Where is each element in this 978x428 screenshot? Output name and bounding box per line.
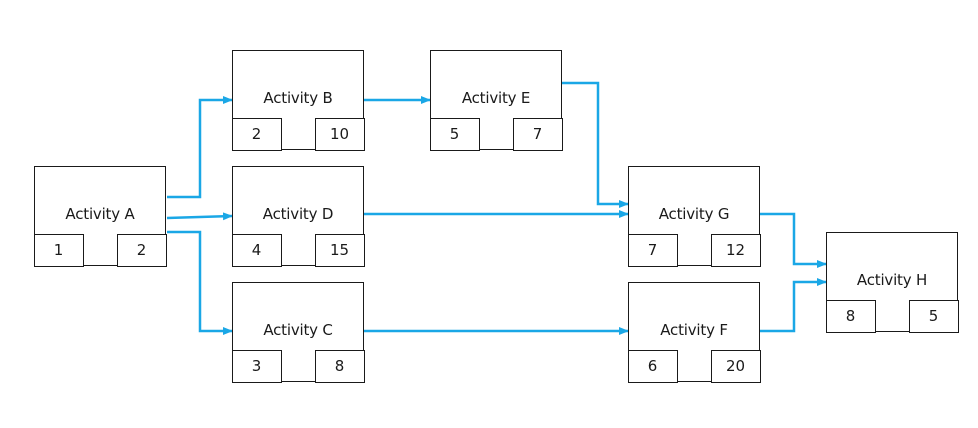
activity-b-title: Activity B [263,89,333,107]
activity-c-node: Activity C 3 8 [231,282,365,383]
activity-g-right-value: 12 [710,233,761,267]
activity-b-left-value: 2 [231,117,282,151]
activity-d-title: Activity D [262,205,334,223]
activity-b-node: Activity B 2 10 [231,50,365,151]
activity-c-right-value: 8 [314,349,365,383]
activity-h-left-value: 8 [825,299,876,333]
edge-a-to-b [167,96,233,199]
edge-a-to-d [166,212,233,221]
activity-c-left-value: 3 [231,349,282,383]
activity-f-node: Activity F 6 20 [627,282,761,383]
activity-d-right-value: 15 [314,233,365,267]
activity-a-node: Activity A 1 2 [33,166,167,267]
activity-f-right-value: 20 [710,349,761,383]
activity-e-node: Activity E 5 7 [429,50,563,151]
activity-e-left-value: 5 [429,117,480,151]
activity-f-left-value: 6 [627,349,678,383]
activity-c-title: Activity C [263,321,333,339]
activity-h-title: Activity H [856,271,928,289]
edge-f-to-h [759,278,827,333]
activity-e-right-value: 7 [512,117,563,151]
edge-g-to-h [759,212,827,268]
edge-a-to-c [167,230,233,335]
activity-d-left-value: 4 [231,233,282,267]
activity-g-node: Activity G 7 12 [627,166,761,267]
activity-e-title: Activity E [461,89,531,107]
activity-g-title: Activity G [658,205,730,223]
activity-f-title: Activity F [660,321,728,339]
activity-a-title: Activity A [65,205,135,223]
activity-h-right-value: 5 [908,299,959,333]
activity-h-node: Activity H 8 5 [825,232,959,333]
activity-a-right-value: 2 [116,233,167,267]
activity-a-left-value: 1 [33,233,84,267]
activity-b-right-value: 10 [314,117,365,151]
activity-g-left-value: 7 [627,233,678,267]
edge-e-to-g [561,81,629,208]
activity-d-node: Activity D 4 15 [231,166,365,267]
